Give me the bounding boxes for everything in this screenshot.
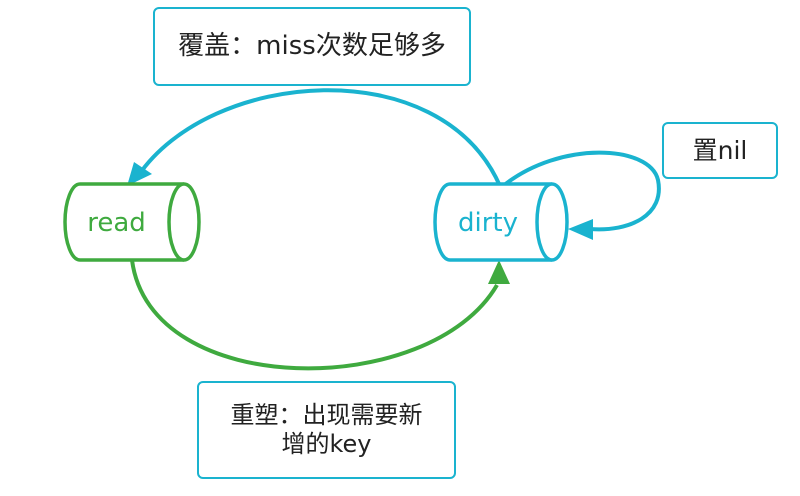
set-nil-annotation-box: 置nil (662, 122, 778, 179)
cover-annotation-text: 覆盖：miss次数足够多 (178, 30, 446, 61)
set-nil-annotation-text: 置nil (692, 135, 748, 165)
arrowhead-to-read (127, 162, 152, 186)
rebuild-annotation-line-1: 重塑：出现需要新 (230, 401, 423, 430)
rebuild-annotation-box: 重塑：出现需要新 增的key (197, 381, 456, 479)
rebuild-annotation-line-2: 增的key (281, 430, 372, 458)
read-node-label: read (87, 208, 146, 238)
dirty-node-label: dirty (458, 208, 518, 238)
cover-annotation-box: 覆盖：miss次数足够多 (153, 7, 471, 86)
dirty-cylinder (433, 182, 569, 262)
edge-dirty-to-read (136, 88, 502, 187)
edge-read-to-dirty (130, 259, 499, 371)
arrowhead-self-loop (568, 219, 593, 240)
read-cylinder (63, 182, 201, 262)
edge-dirty-self-loop (501, 150, 661, 232)
arrowhead-to-dirty (488, 260, 510, 284)
